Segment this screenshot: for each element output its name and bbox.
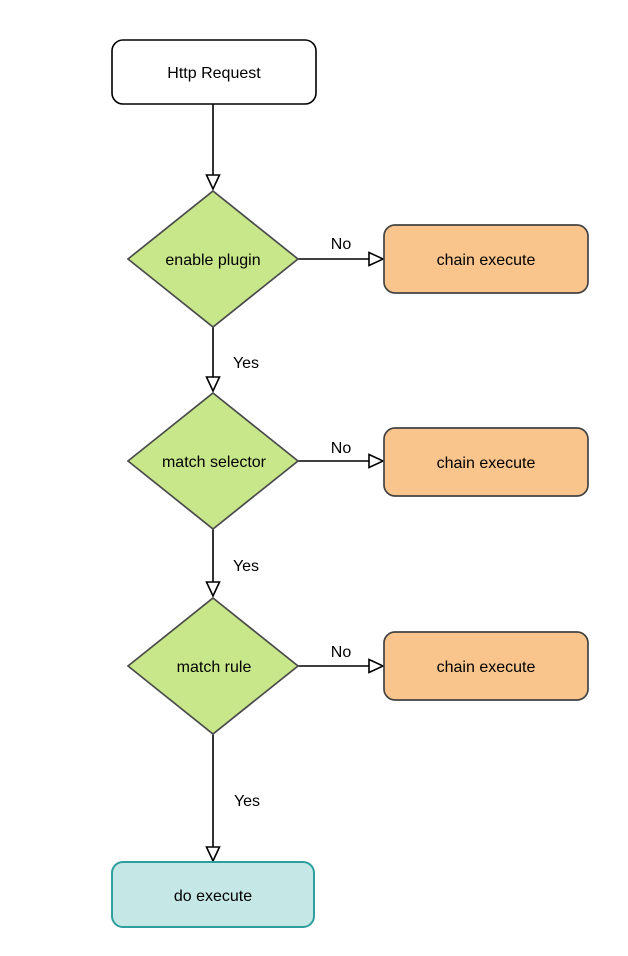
node-decision-enable-plugin: enable plugin <box>126 189 300 329</box>
edge-label-no-3: No <box>331 644 352 661</box>
node-start-shape <box>111 39 317 105</box>
node-start-label: Http Request <box>167 65 261 82</box>
node-chain-execute-1-label: chain execute <box>437 252 536 269</box>
node-chain-execute-1-shape <box>383 224 589 294</box>
edge-label-yes-2: Yes <box>233 558 259 575</box>
edge-label-yes-1: Yes <box>233 355 259 372</box>
node-chain-execute-3-shape <box>383 631 589 701</box>
node-decision-enable-plugin-shape <box>126 189 300 329</box>
node-start: Http Request <box>111 39 317 105</box>
node-chain-execute-2-label: chain execute <box>437 455 536 472</box>
node-chain-execute-3-label: chain execute <box>437 659 536 676</box>
edge-label-no-1: No <box>331 236 352 253</box>
edge-label-no-2: No <box>331 440 352 457</box>
edge-label-yes-3: Yes <box>234 793 260 810</box>
node-chain-execute-2: chain execute <box>383 427 589 497</box>
node-decision-match-selector-label: match selector <box>162 454 267 471</box>
node-decision-match-rule-label: match rule <box>177 659 252 676</box>
node-end-do-execute-shape <box>111 861 315 928</box>
node-end-do-execute: do execute <box>111 861 315 928</box>
node-decision-match-rule: match rule <box>126 596 300 736</box>
node-decision-match-selector: match selector <box>126 391 300 531</box>
node-chain-execute-1: chain execute <box>383 224 589 294</box>
node-chain-execute-2-shape <box>383 427 589 497</box>
node-end-do-execute-label: do execute <box>174 888 252 905</box>
node-decision-enable-plugin-label: enable plugin <box>165 252 260 269</box>
node-decision-match-selector-shape <box>126 391 300 531</box>
node-chain-execute-3: chain execute <box>383 631 589 701</box>
node-decision-match-rule-shape <box>126 596 300 736</box>
